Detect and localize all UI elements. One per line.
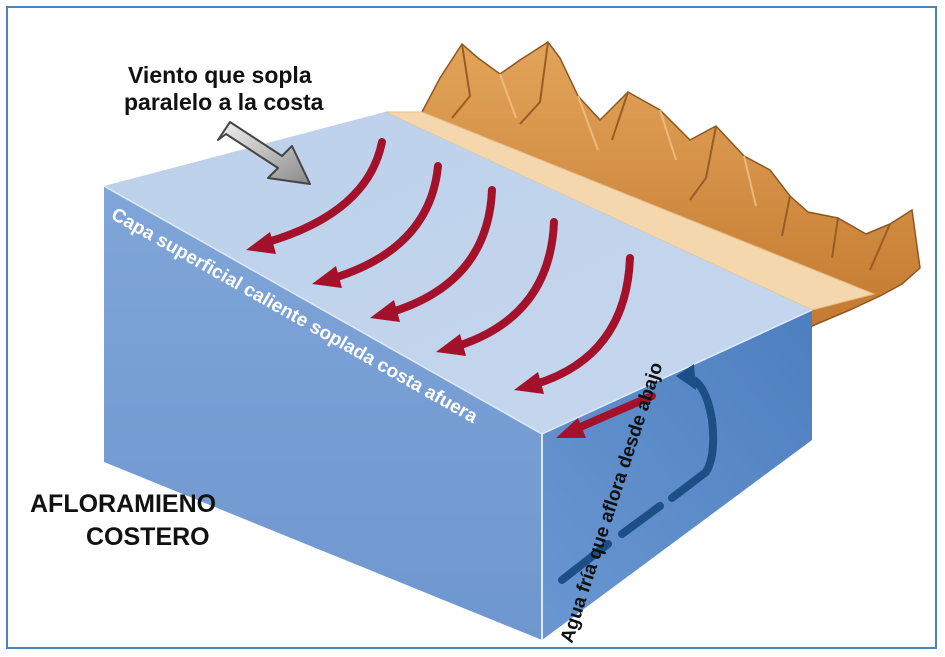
curved-arrow-icon (436, 218, 558, 356)
coastal-mountains (420, 40, 921, 327)
curved-arrow-icon (370, 186, 496, 322)
upwelling-arrow-icon (558, 364, 718, 584)
curved-arrow-icon (556, 392, 656, 438)
surface-flow-arrows (246, 138, 656, 438)
wind-label-line1: Viento que sopla (128, 62, 312, 88)
sea-front-face (104, 186, 542, 640)
diagram-title-line2: COSTERO (86, 523, 210, 551)
wind-arrow-icon (217, 121, 311, 185)
beach (384, 111, 876, 311)
sea-side-face (542, 310, 812, 640)
curved-arrow-icon (514, 254, 634, 394)
wind-label-line2: paralelo a la costa (124, 89, 324, 115)
diagram-title-line1: AFLORAMIENO (30, 490, 216, 518)
curved-arrow-icon (246, 138, 386, 254)
curved-arrow-icon (312, 162, 442, 288)
